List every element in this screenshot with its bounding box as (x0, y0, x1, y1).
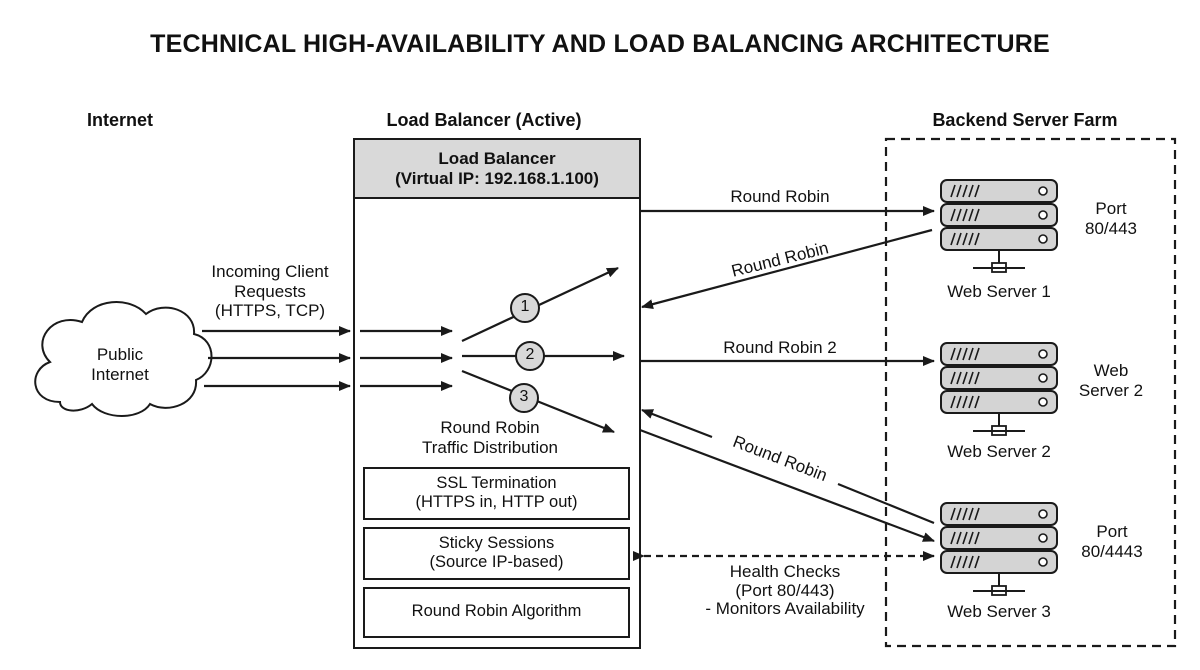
feature-sticky-line2: (Source IP-based) (429, 552, 564, 571)
step-circles (509, 293, 545, 413)
feature-box-algorithm (363, 587, 630, 638)
step-label-3: 3 (519, 388, 529, 405)
feature-ssl: SSL Termination (HTTPS in, HTTP out) (364, 474, 629, 512)
server-label-3: Web Server 3 (947, 602, 1051, 621)
incoming-label: Incoming Client Requests (HTTPS, TCP) (190, 262, 350, 321)
incoming-label-line2: Requests (234, 281, 306, 301)
header-backend: Backend Server Farm (932, 110, 1118, 130)
cloud-icon (34, 301, 213, 417)
server-side-label-1-line2: 80/443 (1085, 218, 1137, 238)
link-from-server-1 (641, 228, 933, 310)
incoming-arrows (202, 326, 351, 391)
load-balancer-title: Load Balancer (Virtual IP: 192.168.1.100… (354, 149, 640, 188)
server-side-label-3-line2: 80/4443 (1081, 541, 1143, 561)
distribution-caption-line2: Traffic Distribution (421, 437, 559, 457)
health-check-line2: (Port 80/443) (735, 580, 835, 600)
link-label-to-server-1: Round Robin (730, 187, 830, 206)
feature-box-ssl (363, 467, 630, 520)
server-side-label-3-line1: Port (1096, 522, 1128, 541)
server-side-label-1-line1: Port (1095, 199, 1127, 218)
header-internet: Internet (86, 110, 153, 130)
server-label-1: Web Server 1 (947, 282, 1051, 301)
link-label-to-server-2: Round Robin 2 (723, 338, 837, 357)
server-label-2: Web Server 2 (947, 442, 1051, 461)
feature-ssl-line2: (HTTPS in, HTTP out) (415, 492, 578, 511)
server-side-label-2-line2: Server 2 (1078, 380, 1144, 400)
incoming-label-line1: Incoming Client (211, 262, 329, 281)
server-links (633, 206, 935, 561)
diagram-title: TECHNICAL HIGH-AVAILABILITY AND LOAD BAL… (150, 30, 1050, 58)
link-from-server-3-b (837, 482, 935, 525)
header-load-balancer: Load Balancer (Active) (386, 110, 582, 130)
feature-sticky: Sticky Sessions (Source IP-based) (364, 534, 629, 572)
cloud-label-line2: Internet (91, 364, 149, 384)
cloud-label-line1: Public (96, 345, 144, 364)
server-icon-3 (940, 502, 1058, 596)
cloud-label: Public Internet (70, 345, 170, 384)
link-from-server-3-a (641, 408, 713, 439)
feature-box-sticky (363, 527, 630, 580)
server-side-label-3: Port 80/4443 (1068, 522, 1156, 561)
link-to-server-3 (639, 428, 935, 543)
feature-algorithm: Round Robin Algorithm (411, 602, 582, 620)
step-circle-3 (509, 383, 539, 413)
distribution-arrow-1 (461, 267, 619, 342)
server-icon-2 (940, 342, 1058, 436)
server-side-label-2-line1: Web (1093, 361, 1129, 380)
health-check-line3: - Monitors Availability (705, 599, 865, 619)
load-balancer-name: Load Balancer (438, 149, 556, 168)
load-balancer-header (353, 138, 641, 199)
step-circle-2 (515, 341, 545, 371)
server-side-label-1: Port 80/443 (1070, 199, 1152, 238)
health-check-label: Health Checks (Port 80/443) - Monitors A… (680, 562, 890, 619)
distribution-caption-line1: Round Robin (440, 418, 540, 437)
backend-farm-box (884, 137, 1177, 648)
incoming-label-line3: (HTTPS, TCP) (214, 301, 326, 321)
server-icon-1 (940, 179, 1058, 273)
step-label-2: 2 (525, 346, 535, 363)
health-check-line1: Health Checks (729, 562, 841, 581)
step-circle-1 (510, 293, 540, 323)
feature-sticky-line1: Sticky Sessions (438, 534, 555, 552)
step-label-1: 1 (520, 298, 530, 315)
load-balancer-vip: (Virtual IP: 192.168.1.100) (395, 168, 599, 188)
server-side-label-2: Web Server 2 (1070, 361, 1152, 400)
distribution-caption: Round Robin Traffic Distribution (390, 418, 590, 457)
feature-ssl-line1: SSL Termination (436, 474, 557, 492)
